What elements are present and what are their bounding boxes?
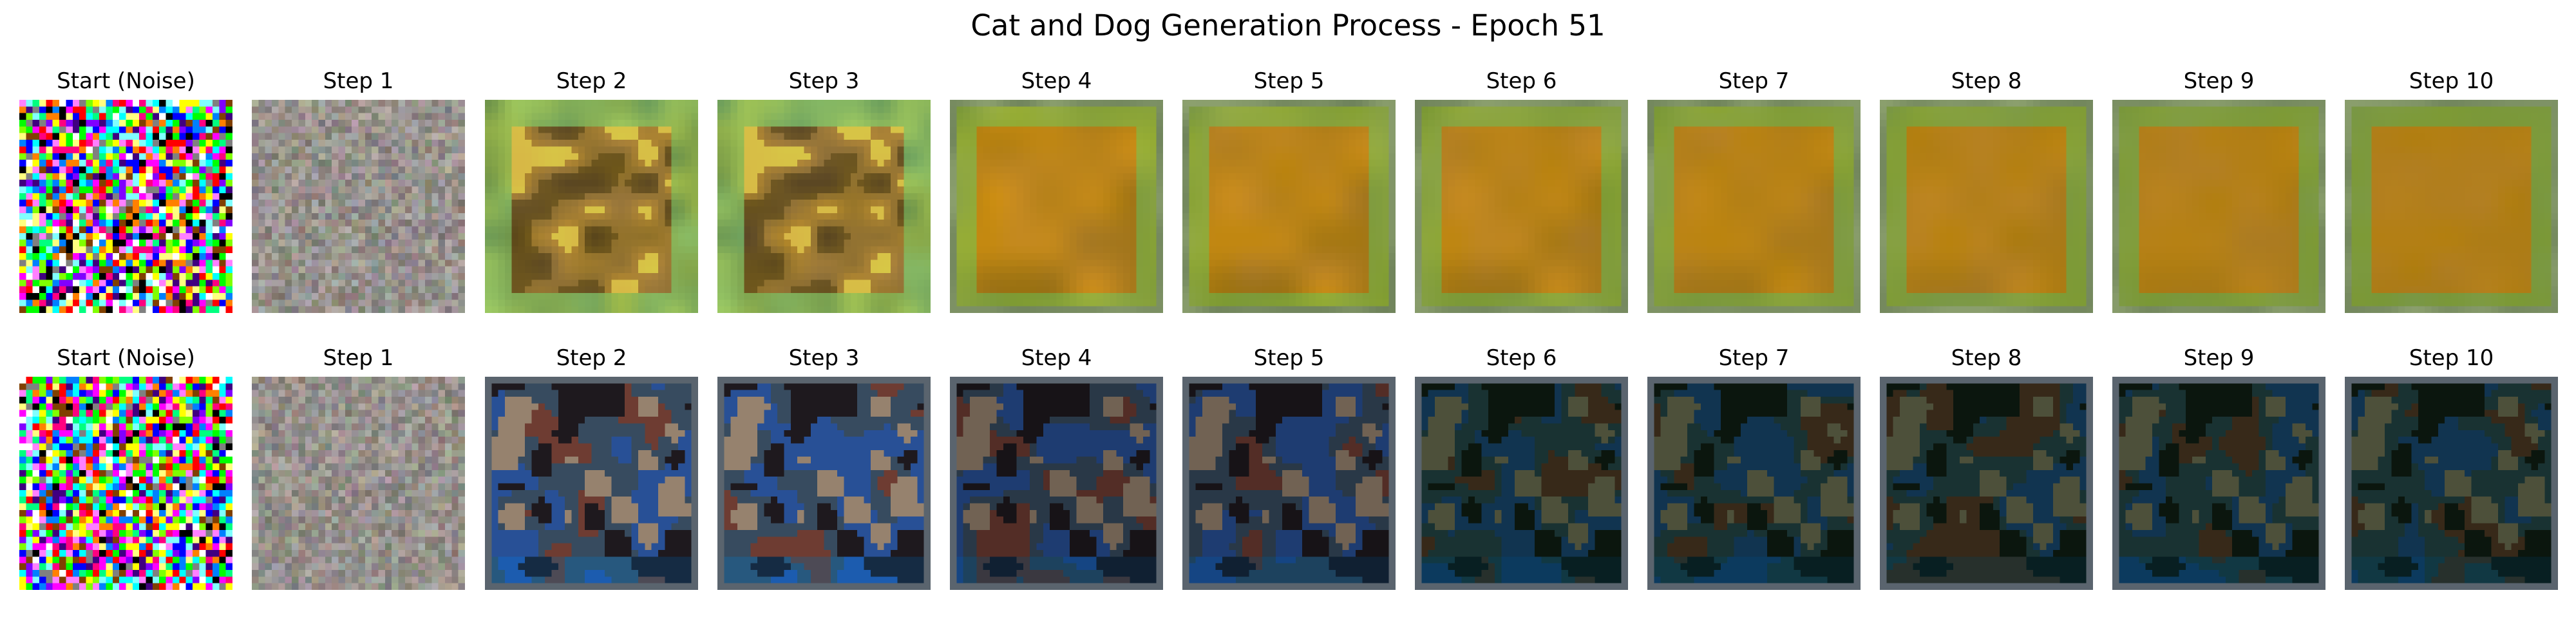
panel-title: Step 7 [1718, 345, 1790, 371]
panel-title: Step 1 [323, 345, 394, 371]
panel-title: Step 2 [556, 68, 627, 94]
panel-title: Step 5 [1253, 68, 1325, 94]
generation-panel: Step 9 [2112, 64, 2325, 313]
generation-panel: Step 9 [2112, 341, 2325, 590]
generated-image [2345, 100, 2558, 313]
generated-image [485, 377, 698, 590]
panel-title: Step 10 [2409, 68, 2494, 94]
generation-panel: Step 4 [950, 64, 1163, 313]
generation-panel: Step 1 [252, 341, 465, 590]
generated-image [1182, 100, 1396, 313]
panel-title: Step 6 [1486, 68, 1557, 94]
figure-title: Cat and Dog Generation Process - Epoch 5… [971, 8, 1605, 43]
generated-image [1182, 377, 1396, 590]
generated-image [1880, 377, 2093, 590]
generation-panel: Step 7 [1647, 341, 1861, 590]
generation-panel: Step 3 [717, 341, 931, 590]
generation-panel: Step 6 [1415, 341, 1628, 590]
generation-panel: Step 8 [1880, 64, 2093, 313]
generated-image [2112, 377, 2325, 590]
panel-title: Start (Noise) [57, 68, 195, 94]
generated-image [252, 100, 465, 313]
panel-title: Start (Noise) [57, 345, 195, 371]
generated-image [252, 377, 465, 590]
panel-title: Step 9 [2183, 345, 2255, 371]
panel-title: Step 9 [2183, 68, 2255, 94]
generated-image [1880, 100, 2093, 313]
generation-panel: Step 2 [485, 341, 698, 590]
generated-image [1415, 377, 1628, 590]
panel-title: Step 1 [323, 68, 394, 94]
generation-panel: Start (Noise) [19, 341, 232, 590]
generated-image [1647, 100, 1861, 313]
panel-title: Step 4 [1021, 68, 1092, 94]
generated-image [2345, 377, 2558, 590]
generation-panel: Step 5 [1182, 341, 1396, 590]
panel-title: Step 2 [556, 345, 627, 371]
generation-panel: Step 4 [950, 341, 1163, 590]
generated-image [1647, 377, 1861, 590]
panel-title: Step 6 [1486, 345, 1557, 371]
generated-image [717, 100, 931, 313]
generation-panel: Step 8 [1880, 341, 2093, 590]
generation-panel: Step 3 [717, 64, 931, 313]
generated-image [950, 377, 1163, 590]
generated-image [19, 100, 232, 313]
generated-image [19, 377, 232, 590]
generated-image [1415, 100, 1628, 313]
panel-title: Step 8 [1951, 68, 2022, 94]
generated-image [485, 100, 698, 313]
panel-title: Step 7 [1718, 68, 1790, 94]
generation-panel: Step 10 [2345, 341, 2558, 590]
generated-image [950, 100, 1163, 313]
generated-image [2112, 100, 2325, 313]
panel-title: Step 8 [1951, 345, 2022, 371]
sample-row-2: Start (Noise) Step 1 Step 2 Step 3 Step 4 Ste… [0, 341, 2576, 590]
panel-title: Step 3 [788, 345, 860, 371]
generation-panel: Step 7 [1647, 64, 1861, 313]
generation-panel: Step 6 [1415, 64, 1628, 313]
panel-title: Step 4 [1021, 345, 1092, 371]
generation-panel: Step 10 [2345, 64, 2558, 313]
panel-title: Step 5 [1253, 345, 1325, 371]
generation-panel: Step 1 [252, 64, 465, 313]
generation-panel: Start (Noise) [19, 64, 232, 313]
generation-panel: Step 5 [1182, 64, 1396, 313]
sample-row-1: Start (Noise) Step 1 Step 2 Step 3 Step 4 Ste… [0, 64, 2576, 313]
generation-panel: Step 2 [485, 64, 698, 313]
panel-title: Step 10 [2409, 345, 2494, 371]
generated-image [717, 377, 931, 590]
panel-title: Step 3 [788, 68, 860, 94]
